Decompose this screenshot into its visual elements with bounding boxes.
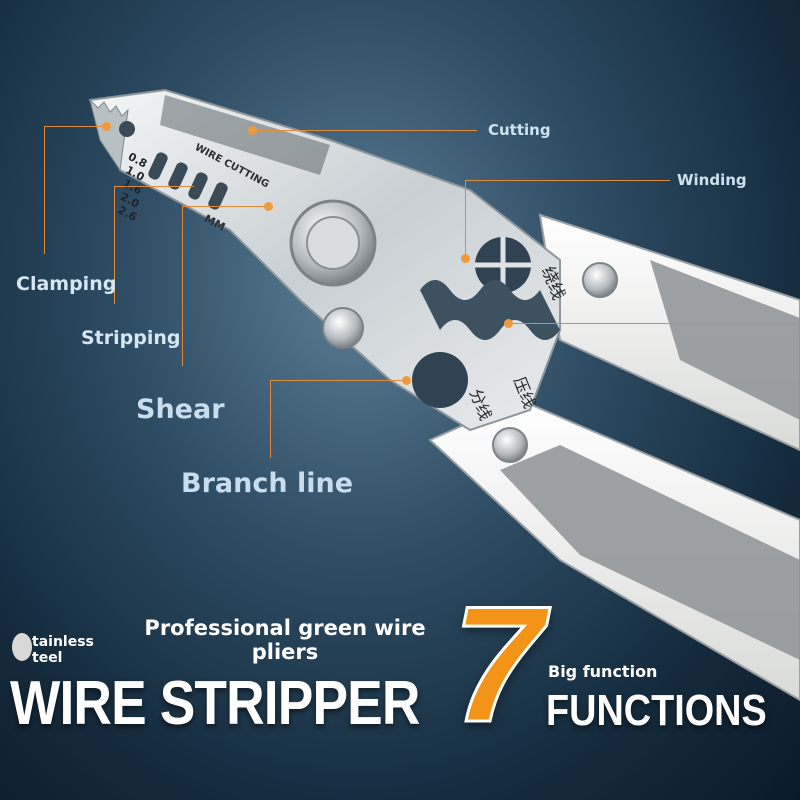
- function-count-number: 7: [451, 572, 546, 756]
- crimp-wave: [420, 280, 560, 340]
- clamping-label: Clamping: [16, 273, 117, 295]
- winding-label: Winding: [677, 171, 747, 189]
- stainless-badge-dot: [12, 633, 32, 661]
- stainless-line-2: teel: [32, 650, 63, 666]
- functions-text: FUNCTIONS: [546, 686, 767, 735]
- stripping-callout-line: [114, 186, 194, 187]
- upper-handle-grip: [650, 260, 800, 420]
- branch-hole: [412, 352, 468, 408]
- cutting-label: Cutting: [488, 121, 551, 139]
- branch-callout-line: [270, 380, 406, 381]
- product-title: WIRE STRIPPER: [10, 669, 420, 738]
- crimp-callout-dot: [504, 319, 513, 328]
- cutting-callout-dot: [248, 126, 257, 135]
- shear-rivet: [322, 307, 364, 349]
- stripping-callout-dot: [264, 202, 273, 211]
- slogan-line-2: pliers: [251, 640, 319, 664]
- winding-callout-dot: [461, 254, 470, 263]
- crimp-callout-line: [508, 323, 800, 324]
- stainless-line-1: tainless: [32, 634, 94, 650]
- clamping-callout-dot: [102, 122, 111, 131]
- lower-rivet: [492, 427, 528, 463]
- cutting-edge: [160, 95, 330, 175]
- slogan: Professional green wire pliers: [130, 616, 440, 664]
- stripping-label: Stripping: [81, 327, 181, 349]
- upper-rivet: [582, 262, 618, 298]
- cutting-callout-line: [252, 130, 477, 131]
- stainless-steel-text: tainless teel: [32, 634, 94, 666]
- branch-callout-vline: [270, 380, 271, 458]
- stripping-callout-vline: [114, 186, 115, 304]
- stripping2-callout-vline: [182, 206, 183, 366]
- branch-callout-dot: [402, 376, 411, 385]
- big-function-text: Big function: [548, 662, 658, 681]
- stripping-slots: [119, 121, 228, 210]
- clamping-callout-line: [44, 126, 106, 127]
- winding-callout-vline: [465, 180, 466, 258]
- slogan-line-1: Professional green wire: [144, 616, 426, 640]
- winding-callout-line: [465, 180, 670, 181]
- shear-label: Shear: [136, 394, 225, 425]
- stripping2-callout-line: [182, 206, 268, 207]
- lower-handle-grip: [500, 445, 800, 660]
- clamping-callout-vline: [44, 126, 45, 254]
- clamping-teeth: [89, 98, 129, 172]
- branch-line-label: Branch line: [181, 468, 354, 499]
